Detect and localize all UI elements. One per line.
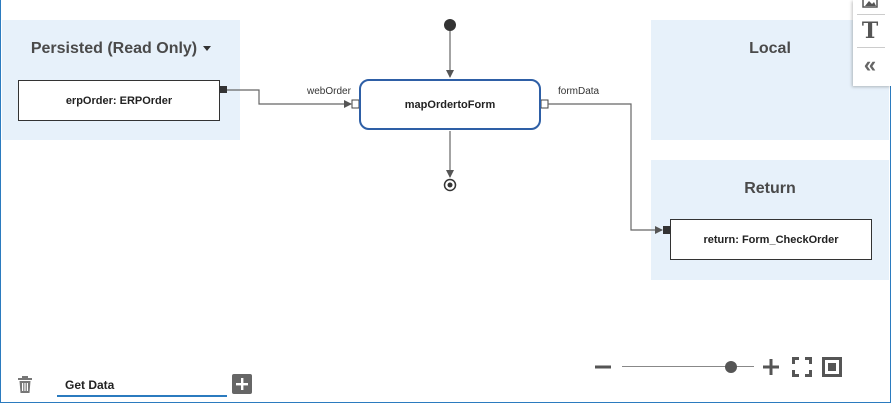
actual-size-icon[interactable] — [822, 357, 842, 377]
text-icon[interactable]: T — [861, 18, 879, 44]
local-panel-title: Local — [749, 40, 791, 57]
local-panel: Local — [651, 20, 889, 140]
zoom-slider-thumb[interactable] — [725, 361, 737, 373]
form-data-output-port[interactable] — [540, 99, 549, 109]
tab-name-input[interactable]: Get Data — [57, 375, 227, 397]
map-order-to-form-node[interactable]: mapOrdertoForm — [359, 79, 541, 130]
return-panel-title: Return — [744, 180, 796, 197]
web-order-port-label: webOrder — [307, 86, 351, 97]
return-variable[interactable]: return: Form_CheckOrder — [670, 219, 872, 260]
zoom-slider-track — [622, 366, 754, 367]
add-icon[interactable] — [232, 374, 252, 394]
image-icon[interactable] — [853, 0, 887, 10]
side-toolbar: T « — [853, 0, 891, 86]
start-node[interactable] — [444, 19, 456, 31]
persisted-panel-title[interactable]: Persisted (Read Only) — [2, 40, 240, 58]
form-data-port-label: formData — [558, 86, 600, 97]
chevron-down-icon[interactable] — [203, 46, 212, 52]
fit-to-screen-icon[interactable] — [792, 357, 812, 377]
zoom-slider[interactable] — [622, 359, 754, 375]
zoom-in-icon[interactable] — [762, 358, 780, 376]
trash-icon[interactable] — [16, 375, 34, 395]
erp-order-variable[interactable]: erpOrder: ERPOrder — [18, 80, 220, 121]
erp-order-output-port[interactable] — [220, 86, 227, 93]
persisted-panel-title-text: Persisted (Read Only) — [30, 40, 198, 57]
return-input-port[interactable] — [663, 226, 670, 234]
collapse-left-icon[interactable]: « — [863, 52, 877, 77]
zoom-out-icon[interactable] — [594, 358, 612, 376]
web-order-input-port[interactable] — [351, 99, 360, 109]
